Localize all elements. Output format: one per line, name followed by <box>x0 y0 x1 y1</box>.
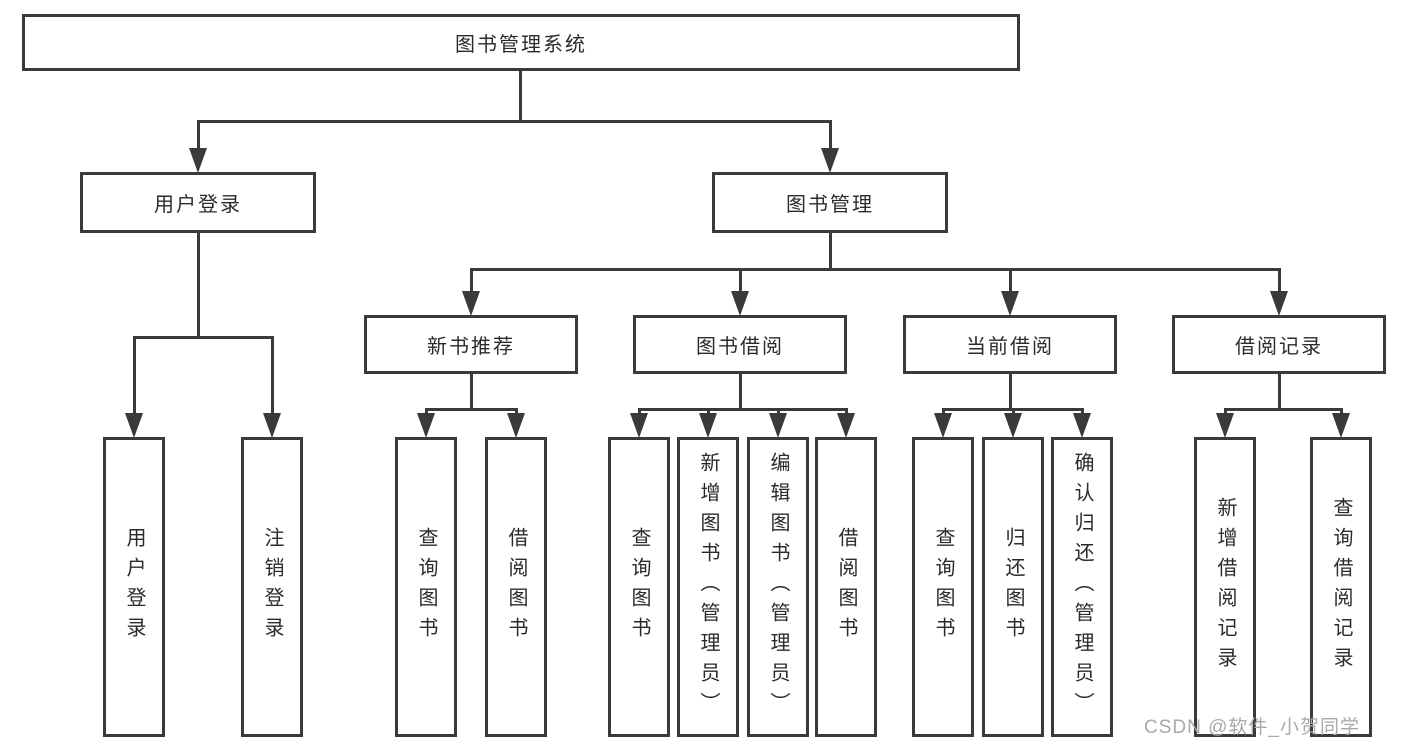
arrowhead-leaf-login <box>125 413 143 438</box>
node-root: 图书管理系统 <box>22 14 1020 71</box>
connector-drop-recd-query <box>1340 408 1343 416</box>
node-current-borrowing-label: 当前借阅 <box>966 336 1054 358</box>
leaf-query-books-current: 查询图书 <box>912 437 974 737</box>
connector-drop-cur-confirm <box>1081 408 1084 416</box>
connector-drop-leaf-login <box>133 336 136 414</box>
arrowhead-rec-query <box>417 413 435 438</box>
connector-borrowing-rail <box>638 408 848 411</box>
connector-drop-borrowing <box>739 268 742 294</box>
arrowhead-current <box>1001 291 1019 316</box>
arrowhead-recd-query <box>1332 413 1350 438</box>
arrowhead-records <box>1270 291 1288 316</box>
leaf-add-borrow-record: 新增借阅记录 <box>1194 437 1256 737</box>
connector-drop-recd-add <box>1224 408 1227 416</box>
node-book-management: 图书管理 <box>712 172 948 233</box>
arrowhead-cur-confirm <box>1073 413 1091 438</box>
arrowhead-borrowing <box>731 291 749 316</box>
node-book-borrowing-label: 图书借阅 <box>696 336 784 358</box>
leaf-borrow-books-recommend: 借阅图书 <box>485 437 547 737</box>
node-borrowing-records-label: 借阅记录 <box>1235 336 1323 358</box>
leaf-query-books-current-label: 查询图书 <box>932 527 954 647</box>
connector-userlogin-rail <box>133 336 274 339</box>
connector-drop-bor-add <box>707 408 710 416</box>
connector-root-stem <box>519 70 522 122</box>
connector-drop-recommend <box>470 268 473 294</box>
leaf-query-books-recommend: 查询图书 <box>395 437 457 737</box>
connector-drop-bor-borrow <box>845 408 848 416</box>
connector-drop-current <box>1009 268 1012 294</box>
node-book-management-label: 图书管理 <box>786 194 874 216</box>
arrowhead-cur-query <box>934 413 952 438</box>
connector-recommend-rail <box>425 408 518 411</box>
leaf-confirm-return-admin-label: 确认归还（管理员） <box>1071 452 1093 722</box>
node-book-borrowing: 图书借阅 <box>633 315 847 374</box>
leaf-user-login: 用户登录 <box>103 437 165 737</box>
node-root-label: 图书管理系统 <box>455 34 587 56</box>
leaf-query-books-borrow: 查询图书 <box>608 437 670 737</box>
csdn-watermark: CSDN @软件_小贺同学 <box>1144 717 1360 738</box>
node-new-book-recommend: 新书推荐 <box>364 315 578 374</box>
arrowhead-leaf-logout <box>263 413 281 438</box>
node-borrowing-records: 借阅记录 <box>1172 315 1386 374</box>
connector-borrowing-stem <box>739 374 742 410</box>
connector-drop-records <box>1278 268 1281 294</box>
connector-current-stem <box>1009 374 1012 410</box>
arrowhead-cur-return <box>1004 413 1022 438</box>
connector-drop-rec-query <box>425 408 428 416</box>
connector-drop-bor-query <box>638 408 641 416</box>
leaf-logout-label: 注销登录 <box>261 527 283 647</box>
connector-drop-leaf-logout <box>271 336 274 414</box>
arrowhead-user-login <box>189 148 207 173</box>
leaf-borrow-books-recommend-label: 借阅图书 <box>505 527 527 647</box>
arrowhead-recommend <box>462 291 480 316</box>
leaf-return-books-label: 归还图书 <box>1002 527 1024 647</box>
connector-recommend-stem <box>470 374 473 410</box>
leaf-add-books-admin: 新增图书（管理员） <box>677 437 739 737</box>
leaf-add-books-admin-label: 新增图书（管理员） <box>697 452 719 722</box>
leaf-add-borrow-record-label: 新增借阅记录 <box>1214 497 1236 677</box>
node-new-book-recommend-label: 新书推荐 <box>427 336 515 358</box>
connector-records-rail <box>1224 408 1343 411</box>
arrowhead-bor-borrow <box>837 413 855 438</box>
leaf-borrow-books: 借阅图书 <box>815 437 877 737</box>
arrowhead-bor-query <box>630 413 648 438</box>
node-user-login: 用户登录 <box>80 172 316 233</box>
node-current-borrowing: 当前借阅 <box>903 315 1117 374</box>
connector-bookmgmt-stem <box>829 233 832 270</box>
connector-drop-user-login <box>197 120 200 152</box>
leaf-logout: 注销登录 <box>241 437 303 737</box>
arrowhead-rec-borrow <box>507 413 525 438</box>
connector-root-rail <box>197 120 832 123</box>
leaf-user-login-label: 用户登录 <box>123 527 145 647</box>
connector-drop-cur-return <box>1012 408 1015 416</box>
arrowhead-bor-add <box>699 413 717 438</box>
arrowhead-book-management <box>821 148 839 173</box>
connector-drop-cur-query <box>942 408 945 416</box>
arrowhead-recd-add <box>1216 413 1234 438</box>
arrowhead-bor-edit <box>769 413 787 438</box>
leaf-query-borrow-record: 查询借阅记录 <box>1310 437 1372 737</box>
node-user-login-label: 用户登录 <box>154 194 242 216</box>
leaf-query-books-recommend-label: 查询图书 <box>415 527 437 647</box>
leaf-confirm-return-admin: 确认归还（管理员） <box>1051 437 1113 737</box>
leaf-query-books-borrow-label: 查询图书 <box>628 527 650 647</box>
connector-drop-book-management <box>829 120 832 152</box>
leaf-edit-books-admin-label: 编辑图书（管理员） <box>767 452 789 722</box>
leaf-edit-books-admin: 编辑图书（管理员） <box>747 437 809 737</box>
connector-drop-bor-edit <box>777 408 780 416</box>
connector-userlogin-stem <box>197 233 200 339</box>
leaf-borrow-books-label: 借阅图书 <box>835 527 857 647</box>
leaf-query-borrow-record-label: 查询借阅记录 <box>1330 497 1352 677</box>
leaf-return-books: 归还图书 <box>982 437 1044 737</box>
connector-drop-rec-borrow <box>515 408 518 416</box>
connector-records-stem <box>1278 374 1281 410</box>
connector-bookmgmt-rail <box>470 268 1281 271</box>
